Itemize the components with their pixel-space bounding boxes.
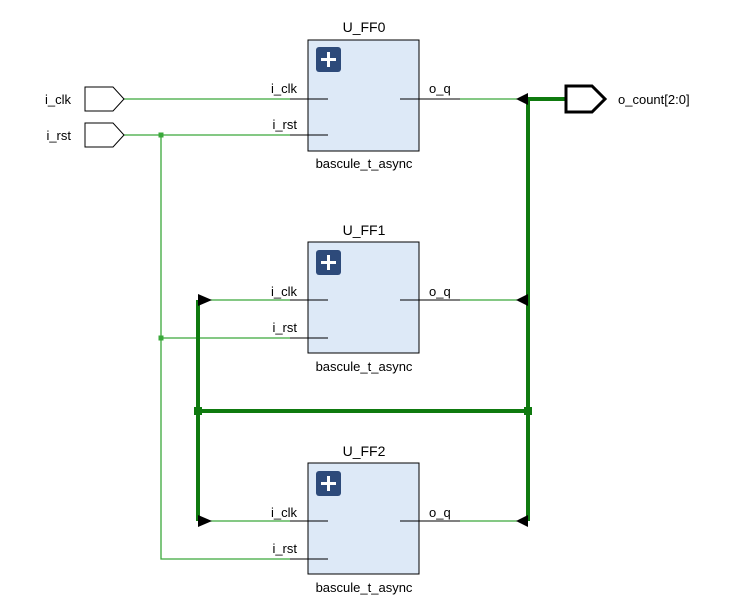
port-label: i_rst: [46, 128, 71, 143]
cell-instance-name: U_FF1: [343, 222, 386, 238]
bus-junction: [524, 407, 532, 415]
pin-label-rst: i_rst: [272, 320, 297, 335]
junction-dot: [158, 132, 164, 138]
cell-u-ff1[interactable]: U_FF1 i_clk i_rst o_q bascule_t_async: [271, 222, 460, 374]
pin-label-rst: i_rst: [272, 541, 297, 556]
pin-label-clk: i_clk: [271, 505, 298, 520]
bus-tap-arrow: [198, 294, 212, 306]
cell-instance-name: U_FF2: [343, 443, 386, 459]
bus-tap-arrow: [198, 515, 212, 527]
net-i-rst-trunk[interactable]: [160, 135, 290, 560]
wires: [124, 98, 517, 560]
cell-u-ff0[interactable]: U_FF0 i_clk i_rst o_q bascule_t_async: [271, 19, 460, 171]
cell-type-name: bascule_t_async: [316, 359, 413, 374]
bus-tap-arrow: [516, 294, 528, 306]
cell-type-name: bascule_t_async: [316, 156, 413, 171]
cell-type-name: bascule_t_async: [316, 580, 413, 595]
plus-icon: [321, 476, 336, 491]
expand-button[interactable]: [316, 250, 341, 275]
bus-tap-arrow: [516, 93, 528, 105]
pin-label-clk: i_clk: [271, 284, 298, 299]
cell-instance-name: U_FF0: [343, 19, 386, 35]
bus-wires: [194, 97, 566, 521]
port-label: i_clk: [45, 92, 72, 107]
bus-taps: [198, 93, 528, 527]
pin-label-q: o_q: [429, 81, 451, 96]
pin-label-q: o_q: [429, 505, 451, 520]
bus-tap-arrow: [516, 515, 528, 527]
plus-icon: [321, 255, 336, 270]
pin-label-clk: i_clk: [271, 81, 298, 96]
pin-label-rst: i_rst: [272, 117, 297, 132]
plus-icon: [321, 52, 336, 67]
cell-u-ff2[interactable]: U_FF2 i_clk i_rst o_q bascule_t_async: [271, 443, 460, 595]
input-port-i-rst[interactable]: i_rst: [46, 122, 125, 148]
port-label: o_count[2:0]: [618, 92, 690, 107]
expand-button[interactable]: [316, 47, 341, 72]
output-port-o-count[interactable]: o_count[2:0]: [564, 84, 690, 114]
junction-dot: [158, 335, 164, 341]
bus-junction: [194, 407, 202, 415]
input-port-i-clk[interactable]: i_clk: [45, 86, 125, 112]
pin-label-q: o_q: [429, 284, 451, 299]
expand-button[interactable]: [316, 471, 341, 496]
